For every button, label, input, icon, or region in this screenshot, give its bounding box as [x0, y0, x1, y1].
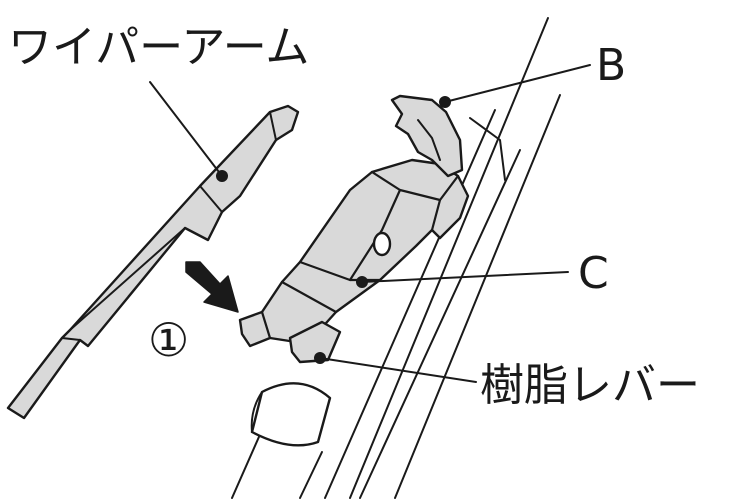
label-b: B: [596, 40, 626, 91]
leader-wiper-arm: [149, 81, 228, 182]
leader-b: [439, 64, 591, 108]
clip-adapter: [238, 94, 470, 364]
leader-c: [356, 271, 569, 288]
blade-boss: [250, 382, 332, 447]
label-wiper-arm: ワイパーアーム: [8, 22, 309, 73]
wiper-arm: [6, 104, 300, 420]
insertion-arrow-icon: [185, 261, 239, 313]
label-resin-lever: 樹脂レバー: [480, 360, 700, 411]
label-c: C: [578, 248, 609, 299]
leader-resin-lever: [314, 352, 477, 383]
step-number: ①: [148, 313, 189, 367]
wiper-blade-frame: [231, 17, 561, 499]
